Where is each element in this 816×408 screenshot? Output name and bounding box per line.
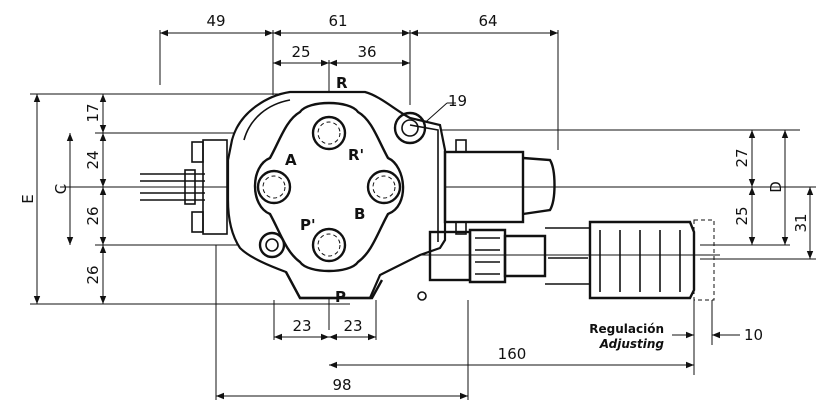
dim-top-36: 36 [357, 43, 376, 61]
dim-left-C: C [52, 184, 70, 194]
dim-right-D: D [767, 181, 785, 193]
dim-bottom-23b: 23 [343, 317, 362, 335]
dim-top-49: 49 [206, 12, 225, 30]
adjusting-cartridge [428, 219, 715, 301]
dim-left-26a: 26 [84, 206, 102, 225]
port-label-P-prime: P' [300, 216, 316, 234]
dim-top-64: 64 [478, 12, 497, 30]
port-label-R-prime: R' [348, 146, 364, 164]
note-regulacion: Regulación [589, 322, 664, 336]
dim-left-E: E [19, 194, 37, 203]
valve-body [140, 90, 447, 301]
dim-top-25: 25 [291, 43, 310, 61]
port-label-B: B [354, 205, 365, 223]
note-adjusting: Adjusting [599, 337, 665, 351]
dim-left-26b: 26 [84, 265, 102, 284]
dim-bottom-10: 10 [744, 326, 763, 344]
dim-top-61: 61 [328, 12, 347, 30]
port-label-R: R [336, 74, 348, 92]
port-label-A: A [285, 151, 297, 169]
dim-right-27: 27 [733, 148, 751, 167]
extension-lines-vertical [159, 30, 713, 400]
spool-housing [443, 139, 556, 235]
dim-right-25: 25 [733, 206, 751, 225]
dim-bottom-98: 98 [332, 376, 351, 394]
dim-right-31: 31 [792, 213, 810, 232]
dim-hole-19: 19 [448, 92, 467, 110]
dim-left-17: 17 [84, 103, 102, 122]
port-label-P: P [335, 288, 346, 306]
dim-bottom-23a: 23 [292, 317, 311, 335]
dim-bottom-160: 160 [498, 345, 527, 363]
dim-left-24: 24 [84, 150, 102, 169]
